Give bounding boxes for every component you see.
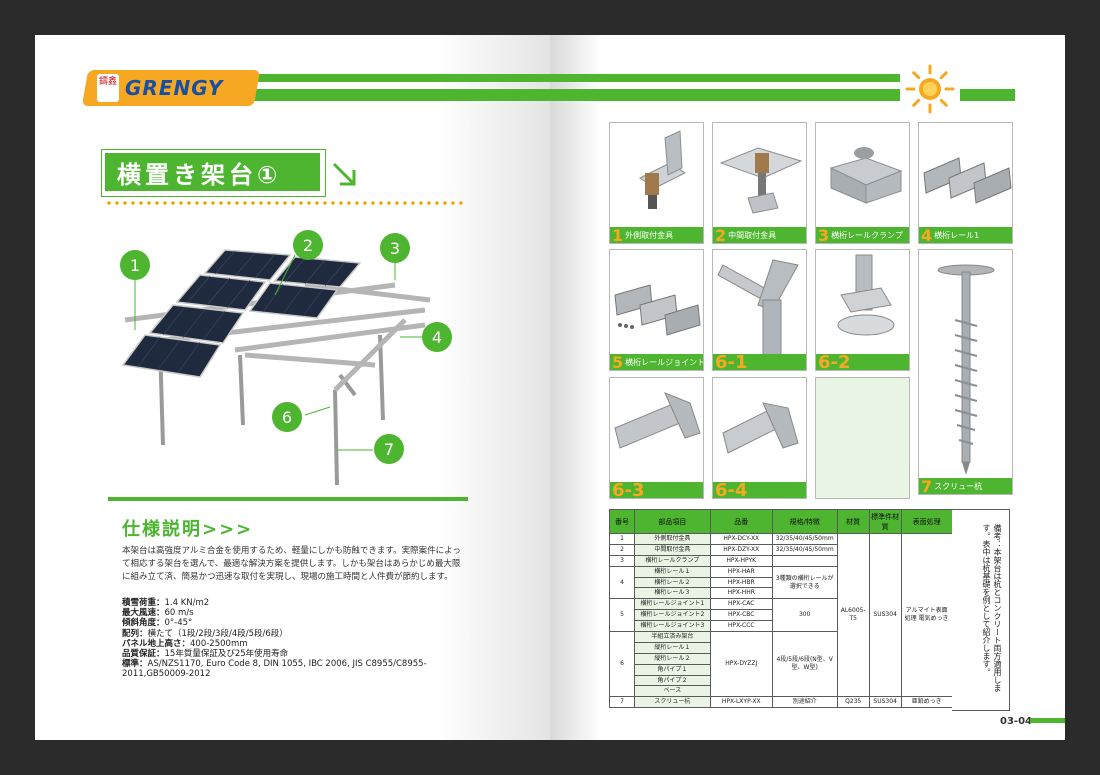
left-page bbox=[35, 35, 550, 740]
table-note: 備考：本架台は杭とコンクリート両方適用します。表中は杭基礎を例として紹介します。 bbox=[952, 509, 1010, 711]
table-row: 縦桁レール２ bbox=[610, 652, 1011, 665]
mounting-structure-diagram bbox=[121, 249, 431, 486]
page-number-bar bbox=[1030, 718, 1065, 723]
screw-pile-icon bbox=[937, 264, 995, 475]
callout-4: 3 bbox=[380, 233, 410, 263]
rail-joint-icon bbox=[614, 284, 701, 336]
page-title: 横置き架台① bbox=[101, 149, 326, 197]
rail-bracket-icon bbox=[722, 402, 799, 454]
page-number: 03-04 bbox=[1000, 716, 1032, 727]
table-row: ベース bbox=[610, 685, 1011, 698]
table-row: 角パイプ１ bbox=[610, 663, 1011, 676]
spec-divider bbox=[108, 497, 468, 501]
post-bracket-icon bbox=[837, 254, 895, 336]
dotted-divider bbox=[105, 201, 465, 205]
product-6-2: 6-2 bbox=[815, 249, 910, 371]
rail-section-icon bbox=[614, 392, 701, 449]
logo-seal-icon: 鑄鑫 bbox=[97, 74, 119, 102]
spec-item: 標準：AS/NZS1170, Euro Code 8, DIN 1055, IB… bbox=[122, 659, 427, 680]
spec-description: 本架台は高強度アルミ合金を使用するため、軽量にしかも防蝕できます。実際案件によっ… bbox=[122, 546, 461, 582]
sun-icon bbox=[905, 64, 955, 114]
product-label: 6-3 bbox=[610, 480, 703, 498]
col-header: 標準件材質 bbox=[868, 509, 902, 534]
middle-clamp-icon bbox=[719, 147, 803, 214]
rail-icon bbox=[923, 157, 1012, 204]
bracket-assembly-icon bbox=[717, 259, 799, 357]
product-6-3: 6-3 bbox=[609, 377, 704, 499]
callout-3: 4 bbox=[422, 322, 452, 352]
header-bar-right-top bbox=[550, 74, 900, 82]
brand-logo: 鑄鑫 GRENGY bbox=[81, 70, 261, 106]
brand-name: GRENGY bbox=[125, 76, 224, 100]
spec-list: 積雪荷重：1.4 KN/m2 最大風速：60 m/s 傾斜角度：0°-45° 配… bbox=[122, 598, 467, 680]
callout-6: 6 bbox=[272, 402, 302, 432]
callout-1: 1 bbox=[120, 250, 150, 280]
col-header: 部品項目 bbox=[633, 509, 711, 534]
product-6-1: 6-1 bbox=[712, 249, 807, 371]
spec-title: 仕様説明>>> bbox=[122, 519, 254, 540]
product-label: 6-2 bbox=[816, 352, 909, 370]
product-6-4: 6-4 bbox=[712, 377, 807, 499]
spec-item: 傾斜角度：0°-45° bbox=[122, 618, 193, 629]
spec-item: 配列：横たて（1段/2段/3段/4段/5段/6段） bbox=[122, 628, 288, 639]
outer-clamp-icon bbox=[639, 130, 686, 209]
spec-item: パネル地上高さ：400-2500mm bbox=[122, 638, 248, 649]
rail-clamp-icon bbox=[829, 147, 903, 204]
header-bar-left-bottom bbox=[250, 89, 550, 101]
table-row: 角パイプ２ bbox=[610, 674, 1011, 687]
spec-item: 品質保証：15年質量保証及び25年使用寿命 bbox=[122, 649, 289, 660]
col-header: 規格/特徴 bbox=[771, 509, 838, 534]
arrow-down-right-icon bbox=[332, 162, 356, 186]
product-label: 6-1 bbox=[713, 352, 806, 370]
table-row: 縦桁レール１ bbox=[610, 641, 1011, 654]
callout-7: 7 bbox=[374, 434, 404, 464]
callout-2: 2 bbox=[293, 230, 323, 260]
product-label: 6-4 bbox=[713, 480, 806, 498]
col-header: 材質 bbox=[836, 509, 870, 534]
col-header: 表面処理 bbox=[900, 509, 953, 534]
spec-item: 積雪荷重：1.4 KN/m2 bbox=[122, 598, 210, 608]
empty-cell bbox=[815, 377, 910, 499]
header-bar-left-top bbox=[100, 74, 550, 82]
col-header: 品番 bbox=[709, 509, 773, 534]
header-bar-right-end bbox=[960, 89, 1015, 101]
col-header: 番号 bbox=[609, 509, 635, 534]
spec-item: 最大風速：60 m/s bbox=[122, 608, 194, 619]
header-bar-right-bottom bbox=[550, 89, 900, 101]
